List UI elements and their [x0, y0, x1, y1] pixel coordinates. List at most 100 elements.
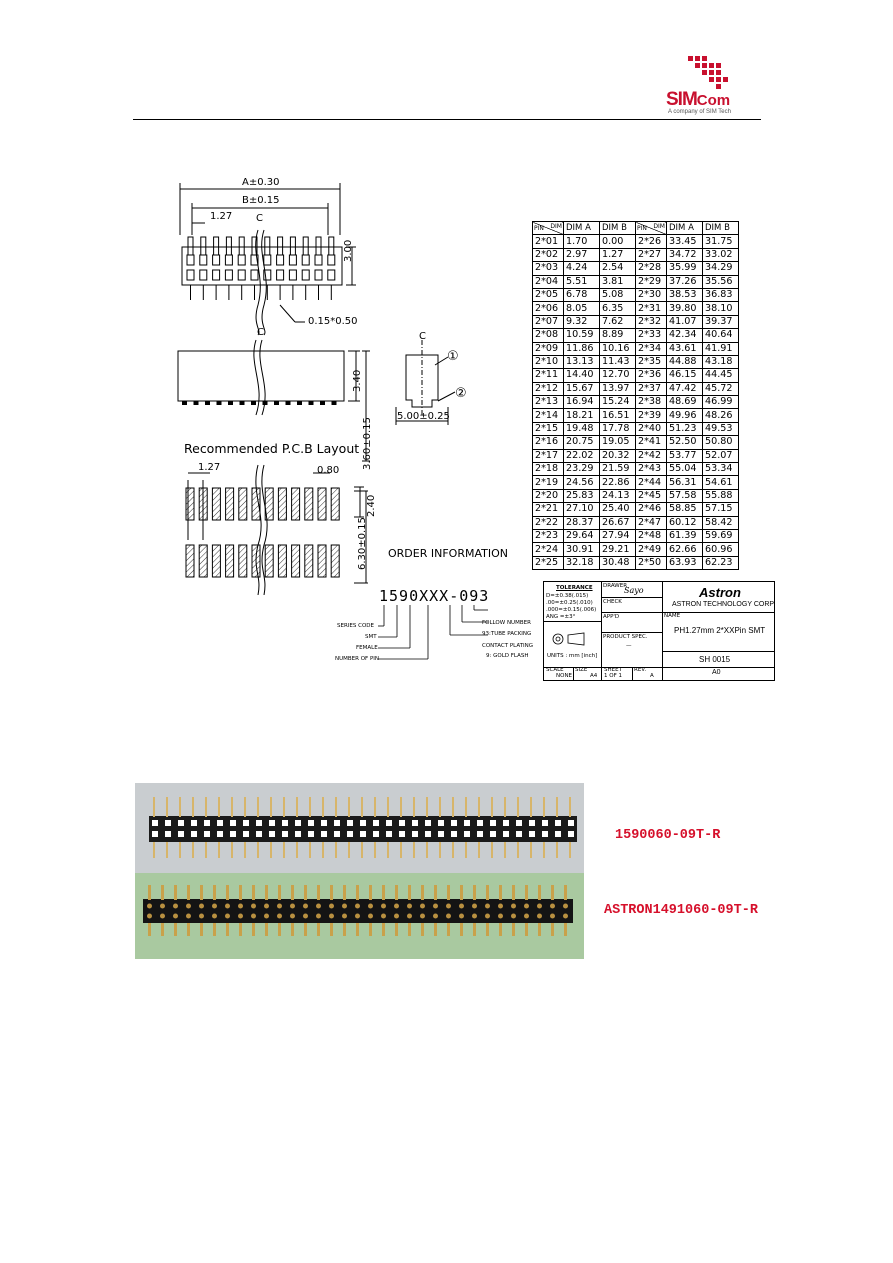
table-cell: 2*03 — [532, 261, 564, 276]
photo-pin-bottom — [512, 885, 515, 900]
photo-pin-bottom — [317, 885, 320, 900]
table-cell: 11.86 — [563, 341, 600, 356]
product-spec-value: — — [626, 643, 632, 649]
side-leg — [239, 401, 245, 405]
photo-pad-bottom — [225, 913, 230, 919]
tolerance-line-4: ANG =±3° — [546, 614, 576, 620]
logo-com-text: Com — [696, 92, 731, 109]
photo-socket-top — [282, 831, 288, 837]
table-cell: 2*40 — [635, 421, 667, 437]
photo-pin-bottom — [447, 885, 450, 900]
photo-socket-top — [568, 820, 574, 826]
table-cell: 2*12 — [532, 381, 564, 397]
photo-socket-top — [490, 820, 496, 826]
photo-socket-top — [321, 831, 327, 837]
photo-pad-bottom — [212, 913, 217, 919]
photo-pin-bottom — [174, 923, 177, 936]
photo-socket-top — [204, 831, 210, 837]
table-header-dim-b-2: DIM B — [702, 220, 739, 236]
size-value: A4 — [590, 673, 598, 679]
photo-pin-top — [257, 842, 259, 858]
photo-pin-top — [335, 797, 337, 817]
table-cell: 27.94 — [599, 528, 636, 544]
table-cell: 2.97 — [563, 247, 600, 263]
top-contact-upper — [224, 254, 233, 266]
pcb-pad — [291, 544, 301, 578]
table-cell: 35.56 — [702, 274, 739, 289]
photo-pin-bottom — [395, 885, 398, 900]
top-pin-upper — [289, 236, 296, 256]
table-cell: 15.67 — [563, 381, 600, 397]
photo-pin-top — [322, 797, 324, 817]
table-cell: 63.93 — [666, 555, 703, 571]
photo-pin-top — [153, 842, 155, 858]
photo-pin-top — [166, 797, 168, 817]
photo-pad-bottom — [355, 903, 360, 909]
photo-socket-top — [568, 831, 574, 837]
photo-pin-top — [283, 842, 285, 858]
table-cell: 8.89 — [599, 328, 636, 343]
pcb-pad — [211, 487, 221, 521]
photo-pin-bottom — [161, 923, 164, 936]
table-cell: 1.27 — [599, 247, 636, 263]
photo-pad-bottom — [381, 903, 386, 909]
order-label-gold: 9: GOLD FLASH — [486, 653, 529, 659]
photo-pin-top — [465, 797, 467, 817]
side-leg — [331, 401, 337, 405]
side-leg — [205, 401, 210, 405]
table-cell: 55.04 — [666, 462, 703, 477]
photo-pad-bottom — [147, 903, 152, 909]
pcb-pad — [330, 544, 340, 578]
photo-socket-top — [464, 831, 470, 837]
table-cell: 2*06 — [532, 301, 564, 316]
photo-pin-top — [218, 842, 220, 858]
table-cell: 2*44 — [635, 475, 667, 490]
table-cell: 13.13 — [563, 354, 600, 370]
table-cell: 2*37 — [635, 381, 667, 397]
photo-pin-bottom — [330, 923, 333, 936]
photo-socket-top — [490, 831, 496, 837]
photo-pin-top — [348, 797, 350, 817]
photo-socket-top — [360, 831, 366, 837]
table-cell: 2*47 — [635, 515, 667, 530]
company-name: ASTRON TECHNOLOGY CORP — [672, 601, 775, 608]
pcb-pad — [251, 544, 261, 578]
table-cell: 22.86 — [599, 475, 636, 490]
table-cell: 2*39 — [635, 408, 667, 423]
table-cell: 20.75 — [563, 435, 600, 450]
table-cell: 59.69 — [702, 528, 739, 544]
photo-socket-top — [269, 831, 275, 837]
photo-pin-top — [543, 797, 545, 817]
photo-pin-bottom — [538, 923, 541, 936]
table-cell: 56.31 — [666, 475, 703, 490]
logo-subtitle: A company of SIM Tech — [668, 109, 731, 115]
photo-pin-bottom — [239, 885, 242, 900]
photo-socket-top — [529, 831, 535, 837]
photo-socket-top — [334, 831, 340, 837]
photo-pin-bottom — [200, 885, 203, 900]
rev-code: A0 — [712, 669, 721, 676]
photo-socket-top — [516, 820, 522, 826]
photo-pin-top — [517, 797, 519, 817]
pcb-pad — [317, 487, 327, 521]
table-cell: 2*01 — [532, 234, 564, 249]
pcb-pad — [304, 487, 314, 521]
side-leg — [308, 401, 314, 405]
top-contact-lower — [288, 269, 297, 281]
table-cell: 33.02 — [702, 247, 739, 263]
photo-pad-bottom — [186, 913, 191, 919]
table-cell: 2*41 — [635, 435, 667, 450]
photo-pad-bottom — [329, 903, 334, 909]
photo-socket-top — [295, 831, 301, 837]
photo-pin-bottom — [486, 885, 489, 900]
pcb-pad — [198, 487, 208, 521]
photo-pin-top — [426, 842, 428, 858]
table-cell: 46.15 — [666, 368, 703, 383]
photo-pin-top — [543, 842, 545, 858]
photo-pin-bottom — [317, 923, 320, 936]
